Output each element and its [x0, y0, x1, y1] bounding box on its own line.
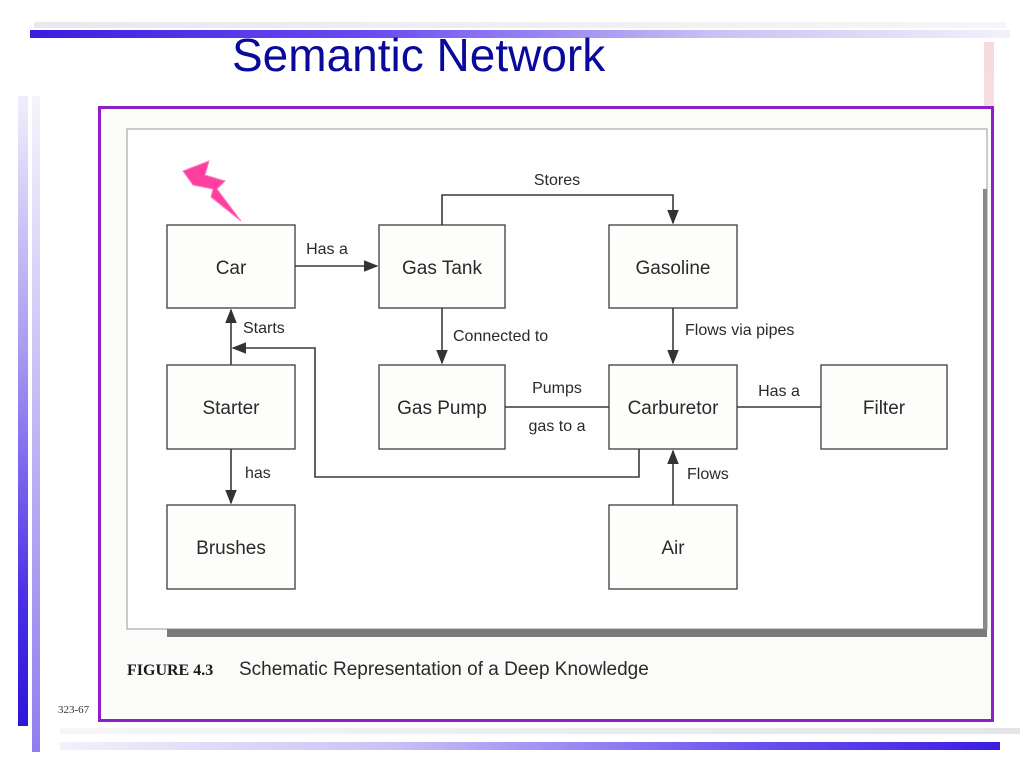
node-starter-label: Starter	[202, 398, 260, 419]
node-filter-label: Filter	[863, 398, 906, 419]
page-number: 323-67	[58, 704, 90, 716]
node-brushes: Brushes	[166, 504, 296, 590]
left-bar-shadow	[32, 96, 40, 752]
edge-carburetor-filter-label: Has a	[758, 383, 800, 400]
node-carburetor: Carburetor	[608, 364, 738, 450]
edge-starter-brushes-label: has	[245, 465, 271, 482]
edge-car-gas-tank-label: Has a	[306, 241, 348, 258]
edge-gas-tank-gasoline-label: Stores	[534, 172, 580, 189]
node-filter: Filter	[820, 364, 948, 450]
node-gas-pump-label: Gas Pump	[397, 398, 487, 419]
bottom-bar-shadow	[60, 728, 1020, 734]
page-edge-shadow	[167, 629, 987, 637]
figure-caption-text: Schematic Representation of a Deep Knowl…	[239, 659, 649, 680]
node-brushes-label: Brushes	[196, 538, 266, 559]
node-carburetor-label: Carburetor	[628, 398, 719, 419]
edge-gas-pump-carburetor-label-2: gas to a	[529, 418, 586, 435]
figure-caption-label: FIGURE 4.3	[127, 662, 213, 679]
edge-starter-car-label: Starts	[243, 320, 285, 337]
lightning-icon	[182, 160, 242, 222]
node-gas-pump: Gas Pump	[378, 364, 506, 450]
top-bar-shadow	[34, 22, 1006, 28]
edge-gasoline-carburetor-label: Flows via pipes	[685, 322, 794, 339]
node-gasoline: Gasoline	[608, 224, 738, 309]
node-gas-tank: Gas Tank	[378, 224, 506, 309]
node-starter: Starter	[166, 364, 296, 450]
edge-gas-tank-gas-pump-label: Connected to	[453, 328, 548, 345]
figure-frame: Car Gas Tank Gasoline Starter Gas Pump C…	[98, 106, 994, 722]
node-gasoline-label: Gasoline	[636, 258, 711, 279]
page-right-shadow	[983, 189, 987, 629]
bottom-accent-bar	[60, 742, 1000, 750]
left-accent-bar	[18, 96, 28, 726]
node-car-label: Car	[216, 258, 247, 279]
node-air: Air	[608, 504, 738, 590]
node-car: Car	[166, 224, 296, 309]
slide-title: Semantic Network	[232, 29, 606, 81]
edge-air-carburetor-label: Flows	[687, 466, 729, 483]
edge-gas-tank-gasoline	[441, 194, 679, 225]
node-gas-tank-label: Gas Tank	[402, 258, 482, 279]
top-accent-bar	[30, 30, 1010, 38]
semantic-network-diagram: Car Gas Tank Gasoline Starter Gas Pump C…	[126, 128, 988, 680]
edge-gas-pump-carburetor-label-1: Pumps	[532, 380, 582, 397]
node-air-label: Air	[661, 538, 685, 559]
edge-carburetor-starter-loop	[231, 342, 640, 478]
